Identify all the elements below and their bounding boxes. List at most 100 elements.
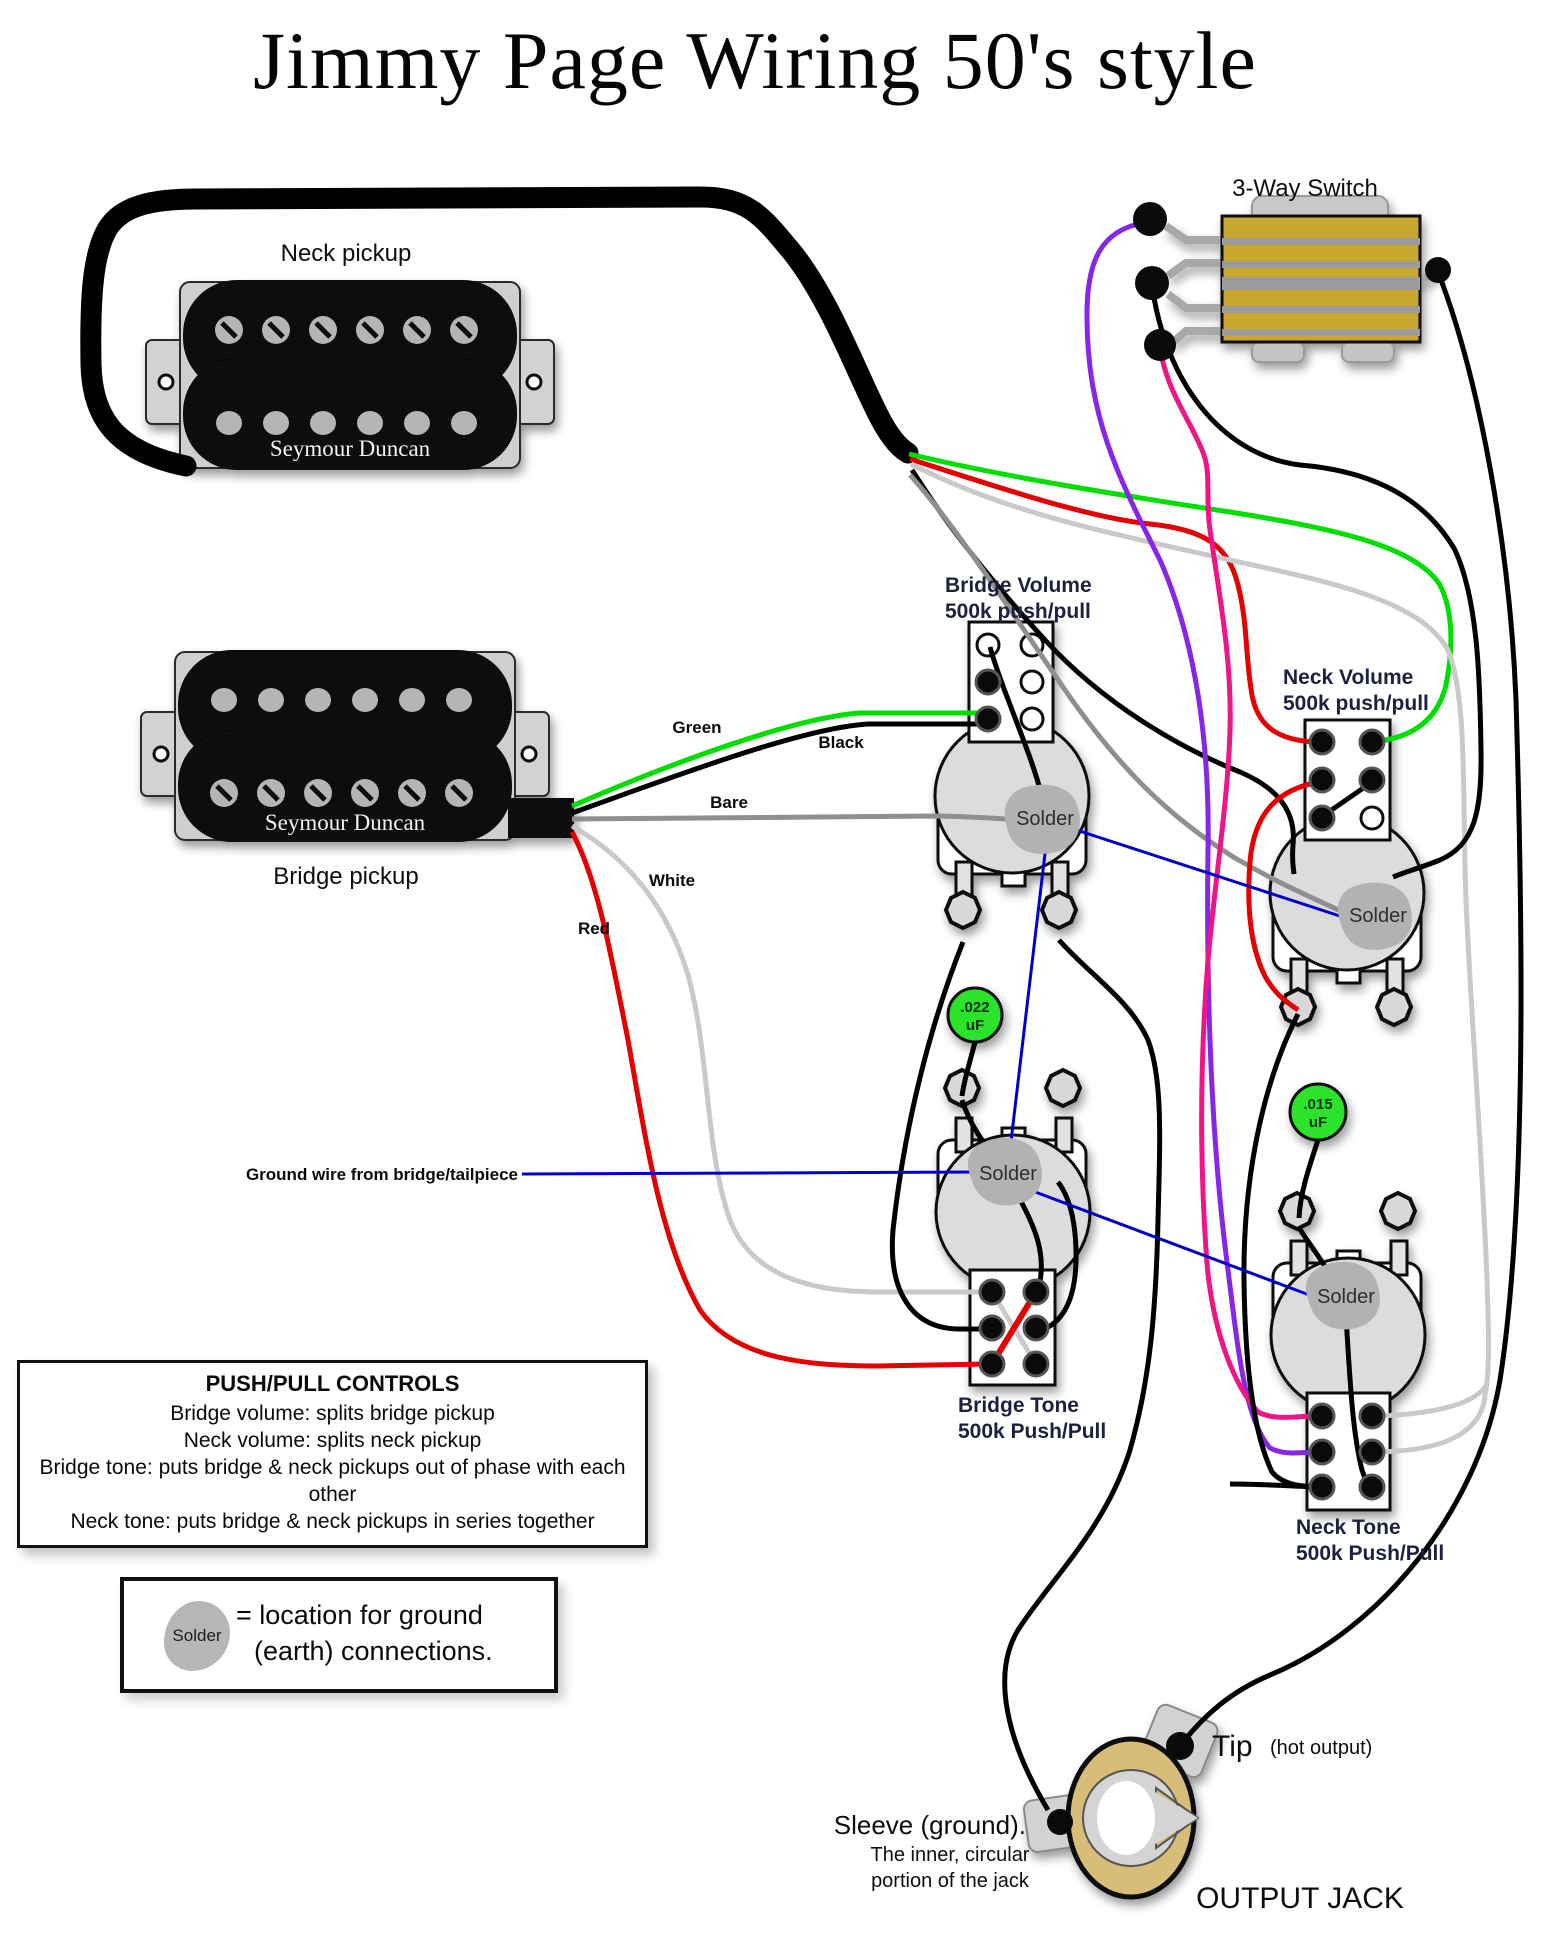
ground-link	[1051, 820, 1353, 922]
info-box-title: PUSH/PULL CONTROLS	[205, 1371, 460, 1396]
wire-black-label: Black	[818, 733, 864, 752]
wire-neck-white-branch	[1377, 1397, 1488, 1455]
switch-contact	[1222, 238, 1420, 245]
wire-neck-green	[908, 451, 1454, 744]
pot-eyelet	[943, 889, 983, 931]
wire-lug-to-neck-tone	[1241, 1012, 1317, 1490]
jack-inner-arrow	[1152, 1790, 1198, 1846]
screw-poles	[210, 779, 473, 807]
switch-lug	[1163, 222, 1222, 244]
cap-022-unit: uF	[966, 1017, 984, 1034]
solder-label: Solder	[1349, 905, 1407, 927]
switch-foot	[1341, 341, 1395, 363]
solder-terminals	[974, 202, 1451, 1835]
pot-leg	[1389, 1239, 1409, 1277]
wire-purple	[1084, 219, 1319, 1456]
wire-pushpull-to-solder	[987, 646, 1044, 794]
legend-line-1: = location for ground	[236, 1600, 483, 1630]
mounting-hole	[157, 373, 175, 391]
tip-label: Tip	[1212, 1730, 1253, 1763]
sleeve-label: Sleeve (ground).	[834, 1810, 1026, 1840]
neck-tone-sublabel: 500k Push/Pull	[1296, 1542, 1444, 1565]
bridge-volume-pot	[933, 620, 1091, 931]
wire-hot-to-jack-tip	[1181, 271, 1524, 1744]
neck-volume-sublabel: 500k push/pull	[1283, 692, 1429, 715]
wire-bridge-red	[569, 830, 991, 1369]
solder-blob	[1004, 784, 1080, 854]
pot-eyelet	[1039, 889, 1079, 931]
mounting-hole	[152, 745, 170, 763]
pickup-brand-text: Seymour Duncan	[265, 810, 426, 835]
info-box-line: Bridge tone: puts bridge & neck pickups …	[39, 1456, 626, 1506]
wire-terminal-curve	[1040, 1180, 1079, 1333]
solder-blob-legend: Solder	[164, 1601, 230, 1671]
bridge-tone-sublabel: 500k Push/Pull	[958, 1420, 1106, 1443]
screw-poles	[215, 316, 478, 344]
cap-022-value: .022	[960, 999, 989, 1016]
solder-label: Solder	[1016, 808, 1074, 830]
sleeve-sublabel-2: portion of the jack	[871, 1870, 1030, 1892]
info-box-line: Neck volume: splits neck pickup	[183, 1429, 482, 1452]
bridge-volume-label: Bridge Volume	[945, 574, 1092, 597]
neck-tone-label: Neck Tone	[1296, 1516, 1401, 1539]
neck-volume-label: Neck Volume	[1283, 666, 1413, 689]
pickup-bobbin	[183, 358, 517, 470]
wire-bridge-white	[570, 823, 990, 1295]
ground-link	[1008, 844, 1048, 1151]
wire-switch-black	[1149, 284, 1484, 880]
wire-neck-white-branch	[1377, 1384, 1489, 1419]
jack-hole	[1097, 1781, 1155, 1855]
round-poles	[216, 411, 477, 435]
pickup-brand-text: Seymour Duncan	[270, 436, 431, 461]
wire-red-jumper	[1246, 779, 1319, 1013]
push-pull-controls-box: PUSH/PULL CONTROLS Bridge volume: splits…	[17, 1360, 648, 1548]
capacitor-022	[946, 986, 1004, 1044]
wire-neck-red	[909, 456, 1315, 745]
switch-contact-center	[1222, 277, 1420, 290]
bridge-volume-sublabel: 500k push/pull	[945, 600, 1091, 623]
legend-text: = location for ground (earth) connection…	[236, 1597, 493, 1669]
wire-green-label: Green	[672, 718, 721, 737]
legend-line-2: (earth) connections.	[254, 1636, 493, 1666]
pot-eyelet	[1043, 1067, 1083, 1109]
jack-sleeve-hole	[1047, 1809, 1073, 1835]
switch-contact	[1222, 306, 1420, 313]
pickup-cable-stub	[508, 798, 574, 838]
sleeve-sublabel-1: The inner, circular	[871, 1844, 1030, 1866]
switch-lug	[1165, 259, 1222, 280]
solder-blob	[1337, 882, 1412, 950]
page-title: Jimmy Page Wiring 50's style	[253, 15, 1257, 106]
ground-link-from-bridge	[521, 1170, 983, 1176]
cap-015-unit: uF	[1309, 1114, 1327, 1131]
info-box-line: Neck tone: puts bridge & neck pickups in…	[70, 1510, 595, 1533]
tip-sublabel: (hot output)	[1270, 1737, 1372, 1759]
cap-015-value: .015	[1303, 1096, 1332, 1113]
cap-lead	[959, 1041, 978, 1097]
bridge-pickup: Seymour Duncan	[140, 650, 574, 842]
switch-contact	[1222, 261, 1420, 268]
jack-tip-hole	[1166, 1732, 1194, 1760]
wire-neck-bare	[908, 473, 1357, 921]
ground-link	[1029, 1188, 1313, 1298]
output-jack-label: OUTPUT JACK	[1196, 1882, 1404, 1915]
pot-eyelet	[1378, 1190, 1418, 1232]
bridge-pickup-label: Bridge pickup	[273, 863, 418, 890]
switch-lug	[1169, 327, 1222, 347]
solder-legend-box: Solder = location for ground (earth) con…	[120, 1577, 558, 1693]
info-box-line: Bridge volume: splits bridge pickup	[170, 1402, 495, 1425]
neck-pickup-label: Neck pickup	[281, 240, 412, 267]
mounting-hole	[520, 745, 538, 763]
cap-lead	[1296, 1139, 1321, 1219]
wire-ground-to-jack-sleeve	[1002, 938, 1163, 1812]
ground-wire-label: Ground wire from bridge/tailpiece	[246, 1165, 518, 1184]
neck-pickup-cable	[80, 186, 919, 477]
wire-bridge-tone-diag-red	[989, 1290, 1039, 1366]
round-poles	[211, 688, 472, 712]
solder-legend-label: Solder	[172, 1626, 222, 1645]
mounting-hole	[525, 373, 543, 391]
switch-foot	[1251, 341, 1305, 363]
neck-pickup: Seymour Duncan	[145, 280, 555, 470]
capacitor-015	[1288, 1082, 1348, 1142]
pickup-bobbin	[178, 730, 512, 842]
